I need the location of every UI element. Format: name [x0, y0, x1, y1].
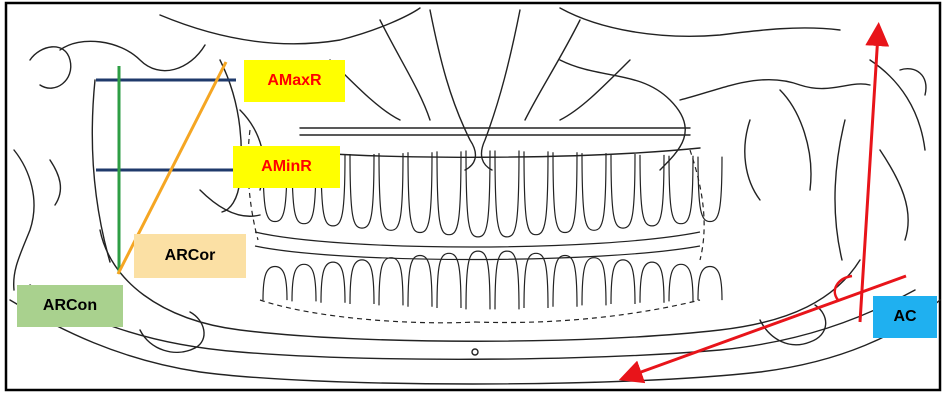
- lower-tooth: [437, 253, 461, 308]
- lower-tooth: [524, 253, 548, 308]
- upper-tooth: [524, 151, 548, 234]
- lower-tooth: [582, 258, 606, 306]
- upper-tooth: [640, 155, 664, 226]
- lower-tooth: [640, 262, 664, 303]
- upper-tooth: [350, 154, 374, 228]
- upper-tooth: [611, 154, 635, 228]
- lower-tooth: [350, 260, 374, 304]
- lower-tooth: [553, 256, 577, 307]
- lower-tooth: [321, 262, 345, 303]
- label-aminr: AMinR: [233, 146, 340, 188]
- lower-tooth: [611, 260, 635, 304]
- label-arcon: ARCon: [17, 285, 123, 327]
- occlusal-line-lower: [255, 246, 700, 260]
- skull-outline: [10, 8, 940, 384]
- label-arcor: ARCor: [134, 234, 246, 278]
- upper-tooth: [553, 152, 577, 232]
- occlusal-line: [255, 232, 700, 247]
- lower-tooth: [669, 264, 693, 301]
- lower-tooth: [292, 264, 316, 301]
- upper-tooth: [495, 150, 519, 236]
- label-amaxr: AMaxR: [244, 60, 345, 102]
- lower-tooth: [408, 256, 432, 307]
- upper-tooth: [669, 156, 693, 224]
- upper-tooth: [698, 157, 722, 222]
- label-ac: AC: [873, 296, 937, 338]
- upper-tooth: [582, 153, 606, 230]
- lower-tooth: [263, 267, 287, 301]
- upper-tooth: [437, 151, 461, 234]
- upper-tooth: [408, 152, 432, 232]
- upper-tooth: [379, 153, 403, 230]
- ramus-tangent-arrow: [860, 34, 878, 322]
- frame-border: [6, 3, 940, 390]
- upper-tooth: [466, 150, 490, 236]
- lower-tooth: [698, 267, 722, 301]
- mandibular-plane-arrow: [630, 276, 906, 376]
- lower-tooth: [379, 258, 403, 306]
